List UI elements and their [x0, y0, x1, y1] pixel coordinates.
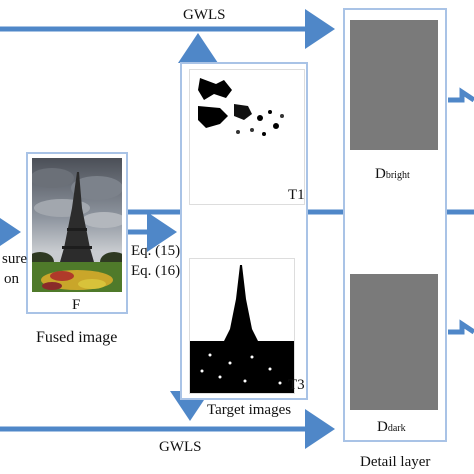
detail-layer-box: Dbright Ddark — [343, 8, 447, 442]
target-images-caption: Target images — [207, 402, 292, 418]
right-arrow-bottom — [448, 319, 474, 335]
t3-label: T3 — [288, 377, 305, 393]
gwls-top-label: GWLS — [183, 7, 226, 23]
eq16-label: Eq. (16) — [131, 263, 181, 279]
t3-image — [189, 258, 295, 394]
target-images-box: T1 T3 — [180, 62, 308, 400]
d-dark-label: Ddark — [377, 419, 406, 435]
t1-label: T1 — [288, 187, 305, 203]
d-bright-label: Dbright — [375, 166, 410, 182]
d-dark-image — [350, 274, 438, 410]
left-partial-label-1: sure — [2, 251, 27, 267]
gwls-bottom-label: GWLS — [159, 439, 202, 455]
t1-image — [189, 69, 305, 205]
left-partial-label-2: on — [4, 271, 19, 287]
d-bright-image — [350, 20, 438, 150]
right-arrow-top — [448, 87, 474, 103]
fused-image — [32, 158, 122, 292]
f-label: F — [72, 297, 81, 313]
fused-image-box: F — [26, 152, 128, 314]
detail-layer-caption: Detail layer — [360, 454, 431, 470]
eq15-label: Eq. (15) — [131, 243, 181, 259]
fused-image-caption: Fused image — [36, 329, 118, 346]
